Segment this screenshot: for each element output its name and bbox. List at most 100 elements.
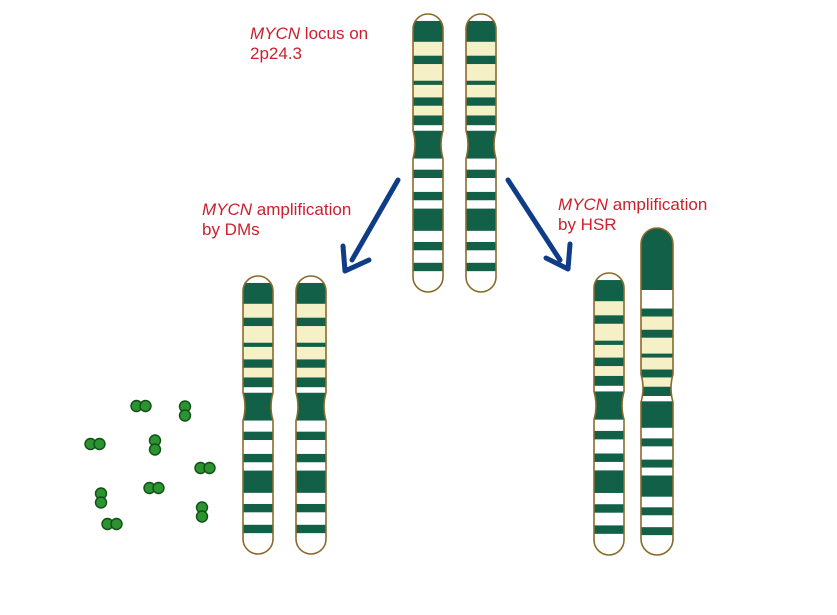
chromosome-band-dark [243, 524, 273, 534]
double-minute [101, 517, 123, 531]
chromosome-band-dark [296, 359, 326, 368]
chromosome-band-dark [594, 504, 624, 513]
chromosome-band-dark [466, 80, 496, 85]
chromosome-band-dark [413, 80, 443, 85]
chromosome-band-light [243, 367, 273, 378]
chromosome-band-dark [296, 392, 326, 421]
chromosome-band-dark [466, 115, 496, 126]
chromosome-band-light [296, 367, 326, 378]
arrow-to-hsr-shaft [505, 177, 563, 263]
arrow-to-dms-head [340, 243, 372, 274]
chromosome-band-light [413, 64, 443, 81]
chromosome-band-light [594, 323, 624, 341]
dm-bead [152, 481, 165, 495]
chromosome-band-dark [641, 401, 673, 428]
chromosome-band-light [296, 326, 326, 343]
chromosome-band-dark [243, 377, 273, 388]
chromosome-band-light [641, 357, 673, 370]
chromosome-band-light [594, 366, 624, 376]
dm-bead [178, 409, 192, 422]
chromosome-band-light [413, 105, 443, 116]
chromosome-outline [640, 227, 674, 556]
chromosome-band-dark [466, 97, 496, 106]
chromosome-band-dark [413, 130, 443, 159]
mycn-locus-band [413, 20, 443, 41]
arrow-to-dms-shaft [349, 177, 401, 263]
label-dms-gene: MYCN [202, 200, 253, 219]
dm-bead [93, 437, 106, 451]
chromosome-band-dark [466, 55, 496, 65]
double-minute [195, 501, 209, 523]
chromosome-band-dark [413, 169, 443, 179]
label-locus-line2: 2p24.3 [250, 44, 302, 63]
label-dms-rest: amplification [252, 200, 352, 219]
chromosome-band-light [641, 377, 673, 387]
chromosome-band-dark [413, 241, 443, 251]
chromosome-band-dark [413, 55, 443, 65]
chromosome-band-dark [594, 357, 624, 367]
chromosome-band-light [466, 105, 496, 116]
chromosome-band-dark [413, 191, 443, 201]
dm-bead [110, 517, 123, 531]
chromosome-band-dark [296, 524, 326, 534]
chromosome-hsr [640, 227, 674, 556]
mycn-locus-band [466, 20, 496, 41]
chromosome [295, 275, 327, 555]
hsr-region [641, 228, 673, 290]
label-hsr-gene: MYCN [558, 195, 609, 214]
label-dms: MYCN amplification by DMs [202, 200, 351, 240]
chromosome [593, 272, 625, 556]
chromosome-band-dark [594, 453, 624, 462]
chromosome-band-dark [413, 262, 443, 272]
chromosome-band-dark [641, 507, 673, 516]
double-minute [194, 461, 216, 475]
chromosome-band-dark [594, 375, 624, 386]
chromosome-band-dark [594, 340, 624, 345]
chromosome-band-dark [594, 470, 624, 493]
chromosome-outline [593, 272, 625, 556]
chromosome-band-dark [243, 453, 273, 463]
chromosome-band-dark [641, 475, 673, 497]
label-hsr-line2: by HSR [558, 215, 617, 234]
chromosome-band-dark [641, 353, 673, 358]
dm-bead [203, 461, 216, 475]
chromosome-band-dark [243, 359, 273, 368]
chromosome [465, 13, 497, 293]
chromosome-band-dark [296, 342, 326, 347]
chromosome-band-light [243, 346, 273, 360]
chromosome-band-dark [413, 208, 443, 231]
chromosome-band-dark [243, 470, 273, 493]
chromosome-band-light [296, 346, 326, 360]
chromosome-outline [465, 13, 497, 293]
double-minute [148, 434, 162, 456]
dm-bead [148, 443, 162, 456]
dm-bead [139, 399, 152, 413]
chromosome [412, 13, 444, 293]
dm-bead [94, 496, 108, 509]
chromosome-band-light [413, 41, 443, 56]
chromosome-band-dark [466, 169, 496, 179]
double-minute [130, 399, 152, 413]
label-hsr-rest: amplification [608, 195, 708, 214]
chromosome-band-dark [243, 317, 273, 327]
label-locus-rest: locus on [300, 24, 369, 43]
arrow-to-hsr-head [543, 241, 573, 272]
label-dms-line2: by DMs [202, 220, 260, 239]
chromosome-band-dark [641, 308, 673, 317]
chromosome-band-dark [641, 527, 673, 536]
chromosome-band-dark [594, 430, 624, 440]
arrows-layer [340, 177, 573, 274]
chromosome-band-light [466, 41, 496, 56]
chromosome-band-dark [466, 130, 496, 159]
chromosome-band-dark [641, 459, 673, 468]
chromosome-band-dark [641, 369, 673, 378]
chromosome-band-light [641, 337, 673, 354]
mycn-locus-band [296, 282, 326, 303]
chromosome-band-dark [296, 453, 326, 463]
chromosome-band-dark [641, 386, 673, 396]
chromosome-band-light [594, 301, 624, 316]
double-minutes-layer [84, 399, 216, 531]
double-minute [84, 437, 106, 451]
chromosome-band-light [243, 303, 273, 318]
chromosome-band-dark [466, 208, 496, 231]
